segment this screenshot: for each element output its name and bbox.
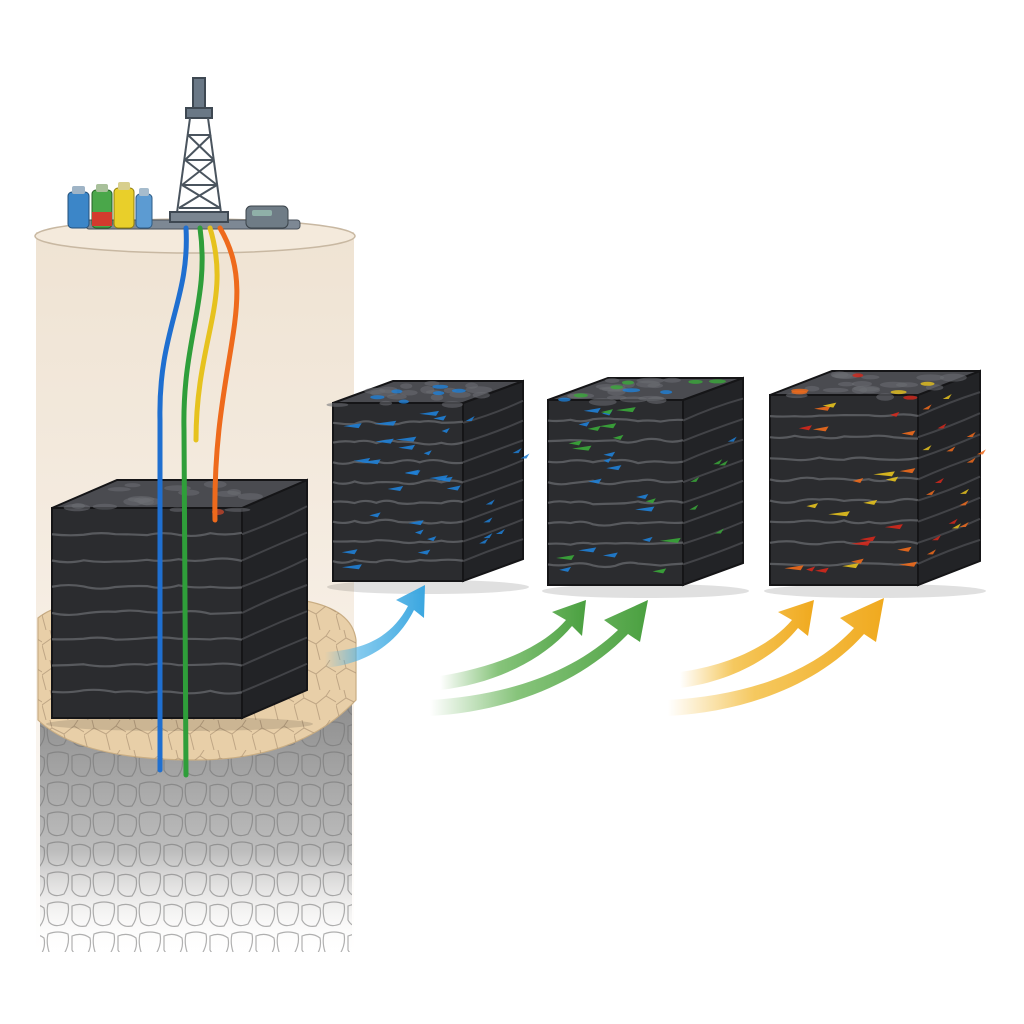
stage-block-blue [326,379,530,594]
source-shale-block [46,478,313,731]
pump-unit-icon [245,205,289,229]
chemical-tank-icon [67,186,90,229]
flow-arrow-icon [680,600,814,688]
injection-pipe-icon [157,225,189,773]
chemical-tank-icon [91,184,113,229]
chemical-tank-icon [135,188,153,229]
stage-block-orange [764,369,986,598]
flow-arrow-icon [325,585,425,668]
chemical-tank-icon [113,182,135,229]
surface-equipment [67,77,301,230]
injection-pipes [157,225,240,778]
flow-arrow-icon [440,600,586,690]
flow-arrow-icon [668,598,884,716]
flow-arrow-icon [430,600,648,716]
flow-arrows [325,585,884,716]
injection-pipe-icon [212,225,240,523]
injection-pipe-icon [193,225,220,443]
drilling-rig-icon [169,77,229,223]
injection-pipe-icon [181,225,205,778]
stage-block-green [542,376,749,598]
